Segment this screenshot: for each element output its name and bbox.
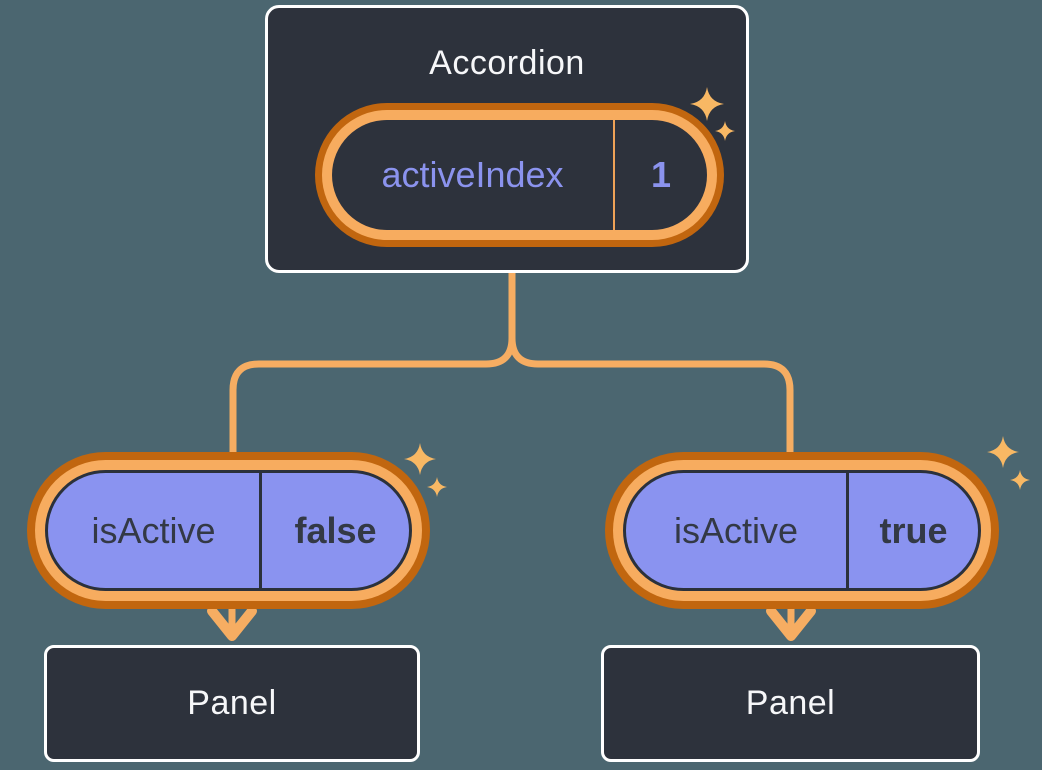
sparkle-large-icon	[987, 436, 1019, 468]
panel-title: Panel	[745, 684, 836, 722]
accordion-card: Accordion activeIndex 1	[265, 5, 749, 273]
accordion-title: Accordion	[429, 44, 585, 82]
state-pill-value: 1	[650, 154, 672, 195]
sparkle-small-icon	[1010, 470, 1030, 490]
panel-title: Panel	[187, 684, 277, 722]
state-pill-label: activeIndex	[381, 154, 564, 195]
sparkle-large-icon	[690, 87, 724, 121]
panel-card-right: Panel	[601, 645, 980, 762]
pill-divider	[846, 473, 849, 588]
sparkle-small-icon	[427, 477, 447, 497]
pill-divider	[259, 473, 262, 588]
state-pill-isactive-true: isActive true	[605, 452, 999, 609]
sparkle-large-icon	[404, 443, 436, 475]
state-pill-value: false	[294, 509, 377, 551]
state-pill-isactive-false: isActive false	[27, 452, 430, 609]
panel-card-left: Panel	[44, 645, 420, 762]
state-pill-label: isActive	[673, 509, 799, 551]
state-pill-value: true	[879, 509, 948, 551]
pill-divider	[613, 120, 615, 230]
state-pill-label: isActive	[91, 509, 216, 551]
tree-connector	[229, 273, 794, 452]
sparkle-small-icon	[715, 121, 735, 141]
state-pill-activeindex: activeIndex 1	[315, 103, 724, 247]
